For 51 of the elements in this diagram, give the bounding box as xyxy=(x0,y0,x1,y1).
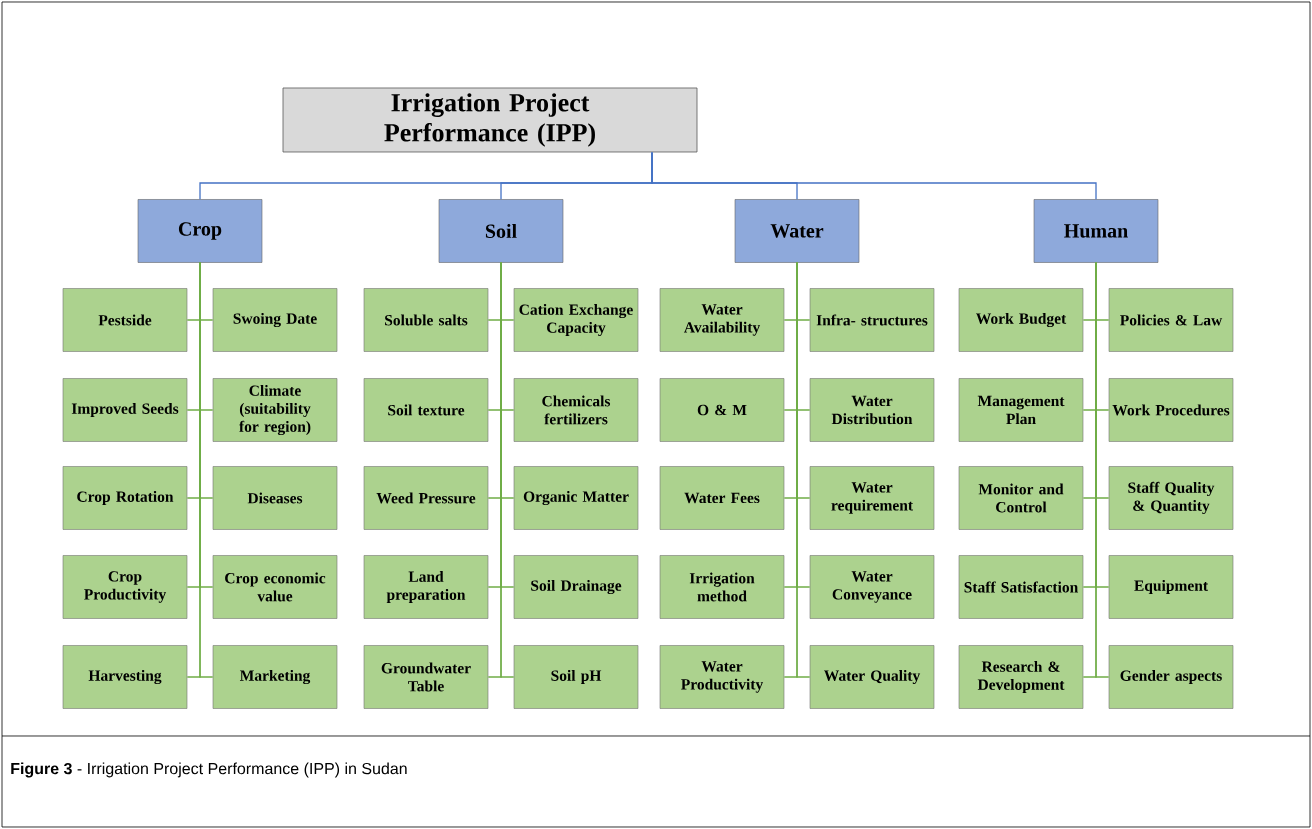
factor-box: O & M xyxy=(659,378,785,442)
factor-box: Groundwater Table xyxy=(363,645,489,709)
category-box: Human xyxy=(1033,199,1159,263)
factor-box: Water Distribution xyxy=(809,378,935,442)
factor-box: Water requirement xyxy=(809,466,935,530)
factor-box: Gender aspects xyxy=(1108,645,1234,709)
factor-box: Climate (suitability for region) xyxy=(212,378,338,442)
factor-box: Soil pH xyxy=(513,645,639,709)
factor-box: Land preparation xyxy=(363,555,489,619)
factor-box: Water Productivity xyxy=(659,645,785,709)
factor-box: Infra- structures xyxy=(809,288,935,352)
factor-box: Water Quality xyxy=(809,645,935,709)
connector-line xyxy=(796,262,811,678)
connector-line xyxy=(1095,262,1110,678)
factor-box: Soil texture xyxy=(363,378,489,442)
factor-box: Harvesting xyxy=(62,645,188,709)
factor-box: Irrigation method xyxy=(659,555,785,619)
factor-box: Staff Quality & Quantity xyxy=(1108,466,1234,530)
factor-box: Water Fees xyxy=(659,466,785,530)
factor-box: Marketing xyxy=(212,645,338,709)
factor-box: Diseases xyxy=(212,466,338,530)
category-box: Crop xyxy=(137,199,263,263)
factor-box: Organic Matter xyxy=(513,466,639,530)
category-box: Soil xyxy=(438,199,564,263)
factor-box: Weed Pressure xyxy=(363,466,489,530)
factor-box: Staff Satisfaction xyxy=(958,555,1084,619)
factor-box: Crop economic value xyxy=(212,555,338,619)
factor-box: Swoing Date xyxy=(212,288,338,352)
factor-box: Water Availability xyxy=(659,288,785,352)
factor-box: Research & Development xyxy=(958,645,1084,709)
factor-box: Crop Rotation xyxy=(62,466,188,530)
connector-line xyxy=(651,151,1097,200)
factor-box: Crop Productivity xyxy=(62,555,188,619)
factor-box: Improved Seeds xyxy=(62,378,188,442)
factor-box: Management Plan xyxy=(958,378,1084,442)
factor-box: Work Procedures xyxy=(1108,378,1234,442)
factor-box: Monitor and Control xyxy=(958,466,1084,530)
factor-box: Equipment xyxy=(1108,555,1234,619)
factor-box: Water Conveyance xyxy=(809,555,935,619)
factor-box: Pestside xyxy=(62,288,188,352)
factor-box: Chemicals fertilizers xyxy=(513,378,639,442)
factor-box: Work Budget xyxy=(958,288,1084,352)
factor-box: Soluble salts xyxy=(363,288,489,352)
title-box: Irrigation Project Performance (IPP) xyxy=(282,87,698,153)
factor-box: Cation Exchange Capacity xyxy=(513,288,639,352)
connector-line xyxy=(500,262,515,678)
connector-line xyxy=(199,262,214,678)
category-box: Water xyxy=(734,199,860,263)
figure-caption: Figure 3 - Irrigation Project Performance (IPP) in Sudan xyxy=(11,762,407,778)
factor-box: Policies & Law xyxy=(1108,288,1234,352)
factor-box: Soil Drainage xyxy=(513,555,639,619)
